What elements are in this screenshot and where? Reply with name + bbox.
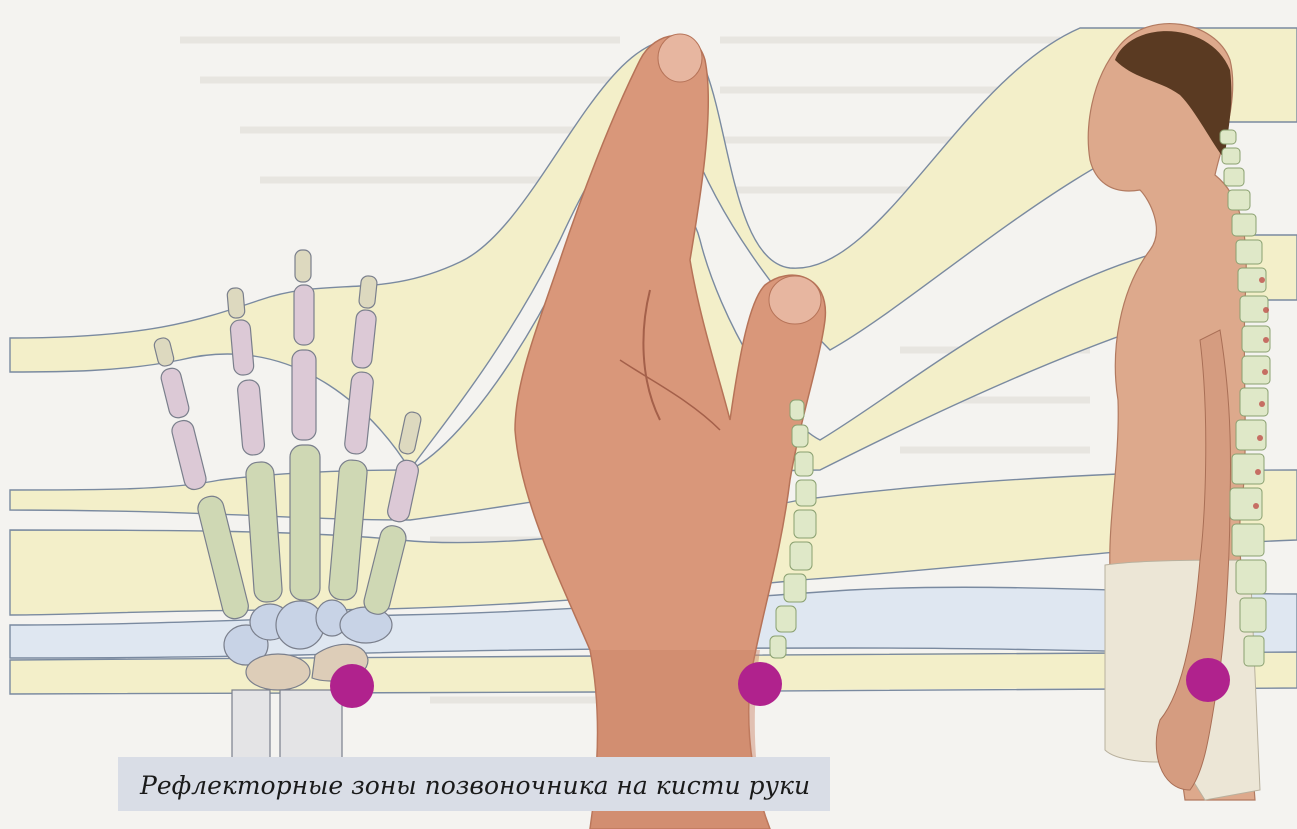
reflex-point-marker	[738, 662, 782, 706]
reflex-point-marker	[1186, 658, 1230, 702]
reflex-point-marker	[330, 664, 374, 708]
figure-caption: Рефлекторные зоны позвоночника на кисти …	[118, 757, 830, 811]
